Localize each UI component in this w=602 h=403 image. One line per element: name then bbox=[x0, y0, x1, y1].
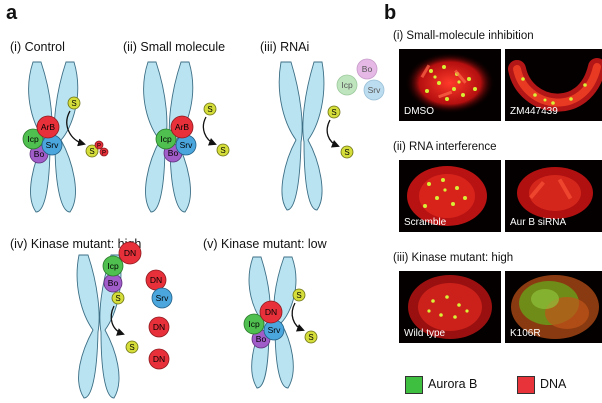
mutant-complex-kinase-high: Bo Icp DN bbox=[102, 241, 142, 293]
legend-label-aurora-b: Aurora B bbox=[428, 377, 478, 391]
micrograph-caption-wild-type: Wild type bbox=[404, 328, 446, 339]
condition-label-kinase-low: (v) Kinase mutant: low bbox=[203, 237, 327, 251]
section-title-kinase-mutant-high: (iii) Kinase mutant: high bbox=[393, 252, 514, 264]
condition-label-rnai: (iii) RNAi bbox=[260, 40, 310, 54]
protein-bo: Bo bbox=[108, 278, 119, 288]
micrograph-k106r-image bbox=[511, 275, 599, 339]
protein-srv: Srv bbox=[46, 140, 60, 150]
complex-kinase-low: Bo Icp Srv DN bbox=[243, 300, 285, 349]
micrograph-dmso: DMSO bbox=[399, 49, 501, 121]
section-title-small-molecule: (i) Small-molecule inhibition bbox=[393, 30, 534, 42]
panel-a-letter: a bbox=[6, 2, 18, 24]
micrograph-caption-zm447439: ZM447439 bbox=[510, 106, 558, 117]
section-title-rna-interference: (ii) RNA interference bbox=[393, 141, 497, 153]
legend-label-dna: DNA bbox=[540, 377, 567, 391]
protein-srv: Srv bbox=[180, 140, 194, 150]
substrate-s: S bbox=[115, 294, 120, 303]
panel-b-letter: b bbox=[384, 2, 397, 24]
chromosome-small-molecule bbox=[143, 61, 194, 213]
protein-arb: ArB bbox=[41, 122, 56, 132]
protein-arb: ArB bbox=[175, 122, 190, 132]
chromosome-rnai bbox=[278, 61, 325, 211]
micrograph-wild-type-image bbox=[408, 275, 492, 339]
condition-label-small-molecule: (ii) Small molecule bbox=[123, 40, 226, 54]
protein-bo: Bo bbox=[168, 148, 179, 158]
micrograph-k106r: K106R bbox=[505, 271, 602, 343]
substrate-flow-kinase-high: S S bbox=[110, 291, 139, 354]
protein-dn: DN bbox=[153, 354, 165, 364]
protein-bo: Bo bbox=[34, 149, 45, 159]
legend-swatch-aurora-b bbox=[405, 376, 423, 394]
substrate-s: S bbox=[207, 105, 212, 114]
substrate-s: S bbox=[296, 291, 301, 300]
substrate-flow-rnai: S S bbox=[326, 105, 354, 159]
micrograph-scramble-image bbox=[407, 166, 487, 226]
substrate-s: S bbox=[344, 148, 349, 157]
complex-control: Bo Icp Srv ArB bbox=[22, 115, 63, 164]
protein-icp: Icp bbox=[248, 319, 260, 329]
micrograph-caption-k106r: K106R bbox=[510, 328, 541, 339]
protein-bo: Bo bbox=[256, 334, 267, 344]
complex-small-molecule: Bo Icp Srv ArB bbox=[155, 115, 197, 163]
substrate-s: S bbox=[308, 333, 313, 342]
protein-icp: Icp bbox=[27, 134, 39, 144]
protein-bo: Bo bbox=[362, 64, 373, 74]
micrograph-aur-b-sirna: Aur B siRNA bbox=[505, 160, 602, 232]
protein-dn: DN bbox=[150, 275, 162, 285]
free-dn-kinase-high: DN Srv DN DN bbox=[145, 269, 173, 370]
micrograph-dmso-image bbox=[406, 53, 494, 113]
substrate-flow-control: S S P P bbox=[66, 96, 109, 158]
micrograph-caption-dmso: DMSO bbox=[404, 106, 434, 117]
substrate-s: S bbox=[220, 146, 225, 155]
substrate-s: S bbox=[331, 108, 336, 117]
protein-icp: Icp bbox=[341, 80, 353, 90]
substrate-s: S bbox=[129, 343, 134, 352]
protein-dn: DN bbox=[265, 307, 277, 317]
micrograph-caption-scramble: Scramble bbox=[404, 217, 447, 228]
micrograph-zm447439: ZM447439 bbox=[505, 49, 602, 121]
substrate-s: S bbox=[89, 147, 94, 156]
protein-icp: Icp bbox=[107, 261, 119, 271]
legend-swatch-dna bbox=[517, 376, 535, 394]
phospho-p: P bbox=[102, 151, 106, 157]
protein-icp: Icp bbox=[160, 134, 172, 144]
chromosome-kinase-low bbox=[248, 256, 297, 389]
condition-label-control: (i) Control bbox=[10, 40, 65, 54]
protein-srv: Srv bbox=[368, 85, 382, 95]
substrate-flow-kinase-low: S S bbox=[291, 288, 318, 344]
micrograph-caption-aur-b-sirna: Aur B siRNA bbox=[510, 217, 567, 228]
protein-dn: DN bbox=[124, 248, 136, 258]
faded-complex-rnai: Bo Icp Srv bbox=[336, 58, 385, 101]
panel-a-diagram: Bo Icp Srv ArB S S P P Bo Icp Srv ArB S … bbox=[22, 58, 385, 399]
protein-dn: DN bbox=[153, 322, 165, 332]
condition-label-kinase-high: (iv) Kinase mutant: high bbox=[10, 237, 142, 251]
micrograph-wild-type: Wild type bbox=[399, 271, 501, 343]
protein-srv: Srv bbox=[156, 293, 170, 303]
micrograph-zm447439-image bbox=[508, 58, 602, 112]
protein-srv: Srv bbox=[268, 325, 282, 335]
substrate-flow-small-molecule: S S bbox=[202, 102, 230, 157]
micrograph-aur-b-sirna-image bbox=[517, 167, 593, 219]
phospho-p: P bbox=[97, 144, 101, 150]
substrate-s: S bbox=[71, 99, 76, 108]
micrograph-scramble: Scramble bbox=[399, 160, 501, 232]
